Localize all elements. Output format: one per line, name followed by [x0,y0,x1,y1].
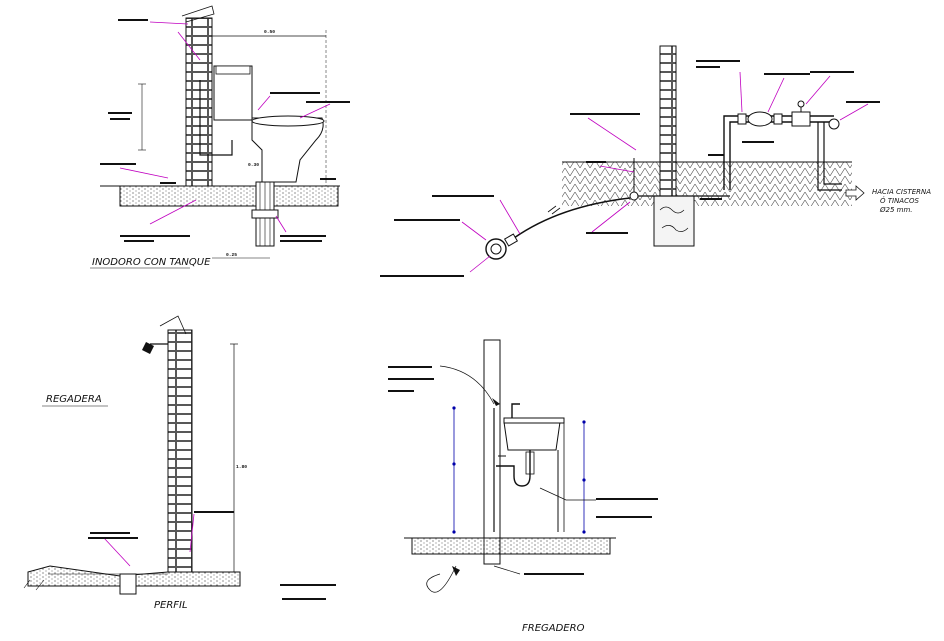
toilet-width-dim: 0.50 [264,29,275,35]
shower-wall [167,329,193,573]
sink-section: FREGADERO [388,339,658,634]
sink-wall [483,339,501,565]
toilet-wall [185,17,213,187]
sink-basin [503,421,561,451]
toilet-floor-slab [119,185,339,207]
sink-floor [411,537,611,555]
shower-section: 1.80 REGADERA PERFIL [23,315,336,611]
toilet-tank [213,65,253,121]
toilet-bottom-dim: 0.25 [226,252,237,258]
toilet-title: INODORO CON TANQUE [92,257,211,268]
toilet-section: 0.50 0.25 0.30 [90,5,350,269]
sink-trap [496,450,531,487]
cistern-note-2: Ó TINACOS [880,196,919,205]
shower-profile-title: PERFIL [154,600,188,611]
street-main-pipe [485,238,507,260]
water-supply-section: HACIA CISTERNA Ó TINACOS Ø25 mm. [380,45,931,277]
supply-wall [659,45,677,197]
cistern-note-3: Ø25 mm. [879,206,913,214]
shower-head [142,342,154,354]
cistern-note-1: HACIA CISTERNA [872,188,931,196]
hose-bib-valve [828,118,840,130]
toilet-bowl [251,117,324,183]
sink-faucet [511,403,520,418]
shower-height-dim: 1.80 [236,464,247,470]
toilet-base-dim: 0.30 [248,162,259,168]
sink-title: FREGADERO [522,623,585,634]
shower-title: REGADERA [46,394,102,405]
water-meter [747,111,773,127]
